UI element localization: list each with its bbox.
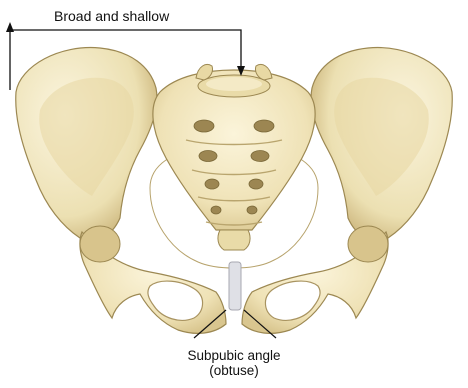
subpubic-angle-label-line1: Subpubic angle xyxy=(0,348,468,363)
sacral-base-top xyxy=(206,77,262,91)
coccyx xyxy=(218,230,250,250)
subpubic-angle-label-line2: (obtuse) xyxy=(0,363,468,378)
left-acetabulum xyxy=(80,226,120,262)
left-arrowhead-icon xyxy=(6,22,14,32)
pubic-symphysis xyxy=(229,262,241,310)
right-acetabulum xyxy=(348,226,388,262)
subpubic-angle-label: Subpubic angle (obtuse) xyxy=(0,348,468,378)
broad-and-shallow-label: Broad and shallow xyxy=(54,8,169,24)
